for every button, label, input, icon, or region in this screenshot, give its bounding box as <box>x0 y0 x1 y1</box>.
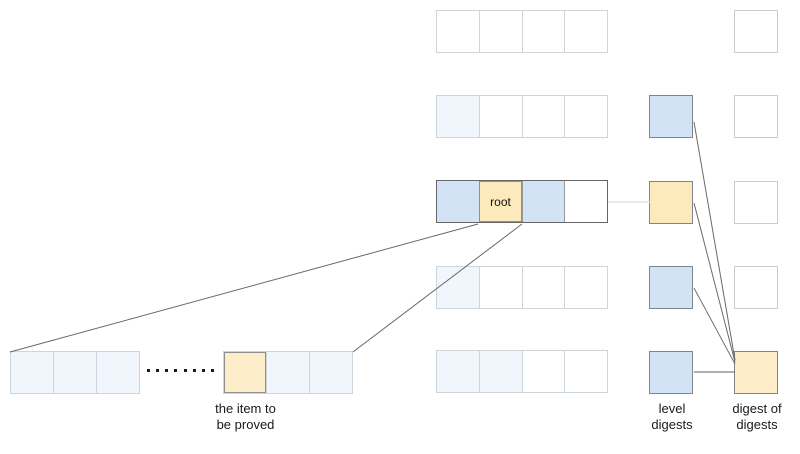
ellipsis-dots <box>147 366 214 374</box>
ellipsis-dot <box>147 368 150 372</box>
hash-row-5-cell-3-white <box>521 351 565 392</box>
digest-of-digests-cell-4 <box>734 266 778 309</box>
item-row-left <box>10 351 140 394</box>
hash-row-1-cell-4-white <box>564 11 607 52</box>
hash-row-5-cell-1-faint <box>437 351 479 392</box>
root-hash-row-cell-3-blue <box>521 181 565 222</box>
hash-row-2-cell-1-faint <box>437 96 479 137</box>
item-row-right <box>223 351 353 394</box>
level-digests-label: level digests <box>622 401 722 433</box>
hash-row-5-cell-4-white <box>564 351 607 392</box>
ellipsis-dot <box>165 368 169 372</box>
root-hash-row <box>436 180 608 223</box>
root-hash-row-cell-1-blue <box>437 181 479 222</box>
digest-of-digests-label-line2: digests <box>736 417 778 432</box>
item-label: the item to be proved <box>183 401 308 433</box>
item-row-left-cell-2-faint <box>53 352 96 393</box>
hash-row-2 <box>436 95 608 138</box>
root-label: root <box>490 194 511 209</box>
hash-row-4-cell-4-white <box>564 267 607 308</box>
root-hash-row-cell-4-white <box>564 181 607 222</box>
digest-of-digests-cell-3 <box>734 181 778 224</box>
level-digests-label-line1: level <box>658 401 686 416</box>
root-hash-row-cell-2-yellow <box>478 181 522 222</box>
level-digest-cell-4 <box>649 351 693 394</box>
hash-row-2-cell-2-white <box>478 96 522 137</box>
item-row-left-cell-3-faint <box>96 352 139 393</box>
digest-of-digests-cell-5 <box>734 351 778 394</box>
ellipsis-dot <box>156 368 160 372</box>
ellipsis-dot <box>183 368 187 372</box>
digest-of-digests-label-line1: digest of <box>732 401 782 416</box>
item-label-line1: the item to <box>215 401 276 416</box>
item-row-right-cell-2-faint <box>266 352 309 393</box>
line-level-digest-4-to-digest-of-digests <box>693 287 736 365</box>
ellipsis-dot <box>201 368 205 372</box>
item-row-right-cell-1-yellow2 <box>224 352 266 393</box>
digest-of-digests-cell-1 <box>734 10 778 53</box>
hash-row-4-cell-3-white <box>521 267 565 308</box>
hash-row-2-cell-4-white <box>564 96 607 137</box>
hash-row-1-cell-3-white <box>521 11 565 52</box>
hash-row-1-cell-2-white <box>478 11 522 52</box>
ellipsis-dot <box>210 368 214 372</box>
item-row-right-cell-3-faint <box>309 352 352 393</box>
hash-row-1 <box>436 10 608 53</box>
ellipsis-dot <box>192 368 196 372</box>
hash-row-2-cell-3-white <box>521 96 565 137</box>
line-level-digest-2-to-digest-of-digests <box>693 121 736 361</box>
hash-row-4 <box>436 266 608 309</box>
item-label-line2: be proved <box>216 417 275 432</box>
hash-row-5-cell-2-faint <box>478 351 522 392</box>
hash-row-5 <box>436 350 608 393</box>
digest-of-digests-cell-2 <box>734 95 778 138</box>
level-digests-label-line2: digests <box>651 417 693 432</box>
hash-row-4-cell-1-faint <box>437 267 479 308</box>
level-digest-cell-2 <box>649 181 693 224</box>
level-digest-cell-3 <box>649 266 693 309</box>
projection-line-left <box>9 223 479 353</box>
level-digest-cell-1 <box>649 95 693 138</box>
item-row-left-cell-1-faint <box>11 352 53 393</box>
hash-row-1-cell-1-white <box>437 11 479 52</box>
hash-row-4-cell-2-white <box>478 267 522 308</box>
line-root-level-digest-to-digest-of-digests <box>693 202 736 363</box>
ellipsis-dot <box>174 368 178 372</box>
digest-of-digests-label: digest of digests <box>707 401 800 433</box>
